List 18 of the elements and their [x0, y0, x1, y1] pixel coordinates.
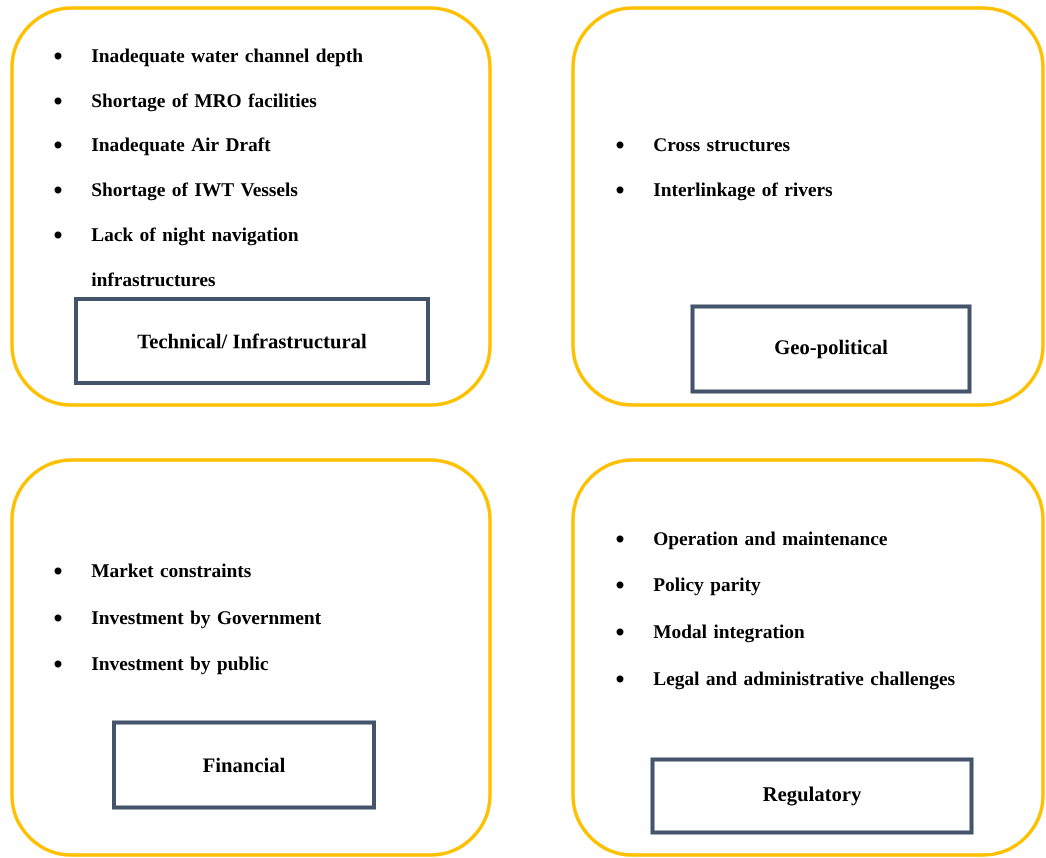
bullet-item: Shortage of IWT Vessels: [92, 182, 298, 201]
category-box: Financial: [112, 720, 376, 810]
bullet-item: Interlinkage of rivers: [653, 182, 833, 201]
bullet-item: Policy parity: [653, 577, 761, 596]
bullet-item: Investment by public: [91, 656, 269, 675]
bullet-item: Investment by Government: [91, 610, 321, 629]
category-box: Technical/ Infrastructural: [74, 297, 430, 385]
bullet-item: Inadequate water channel depth: [91, 48, 363, 67]
bullet-item: Cross structures: [654, 138, 790, 152]
bullet-item: Market constraints: [91, 563, 251, 578]
bullet-item: Legal and administrative challenges: [653, 671, 955, 690]
category-box: Geo-political: [690, 304, 972, 394]
bullet-item: Lack of night navigation infrastructures: [91, 227, 299, 287]
bullet-item: Shortage of MRO facilities: [92, 93, 317, 112]
category-box: Regulatory: [650, 757, 974, 835]
bullet-item: Operation and maintenance: [654, 531, 887, 550]
bullet-item: Modal integration: [653, 624, 805, 643]
bullet-item: Inadequate Air Draft: [91, 137, 271, 156]
